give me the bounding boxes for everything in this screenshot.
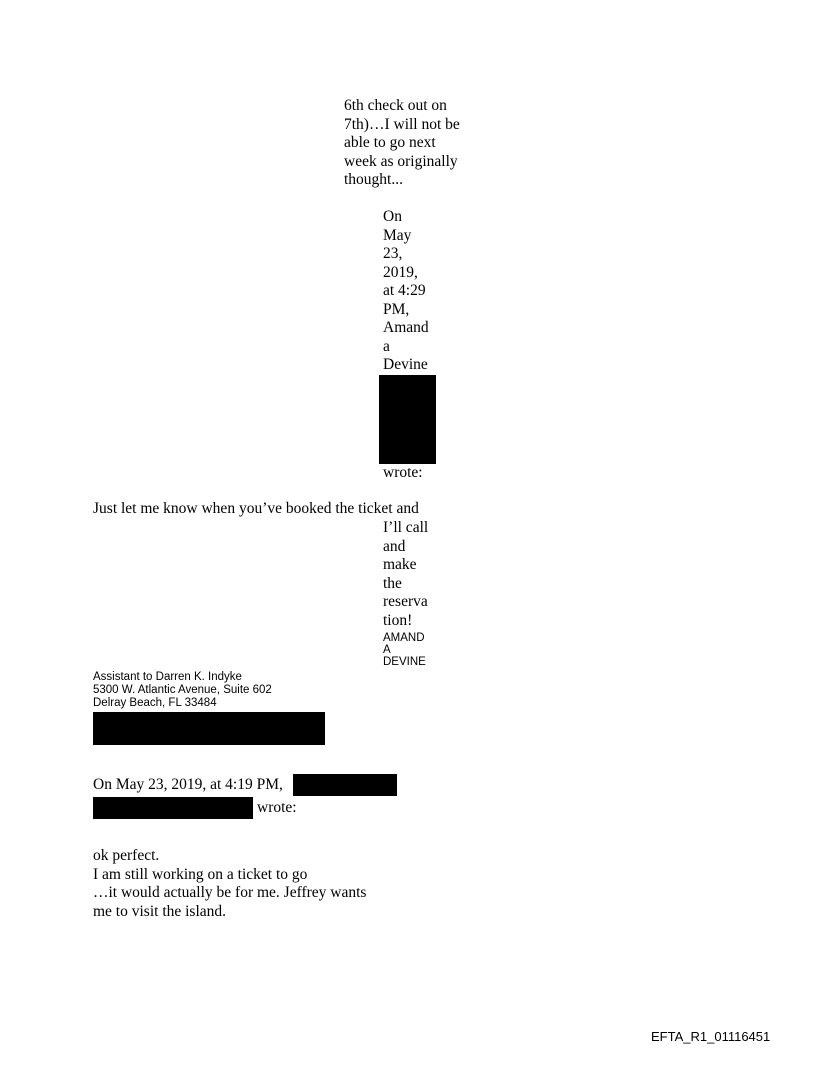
wrote-label: wrote:: [257, 799, 297, 816]
text-line: 6th check out on: [344, 97, 447, 114]
text-line: thought...: [344, 171, 403, 188]
text-line: …it would actually be for me. Jeffrey wa…: [93, 884, 367, 901]
text-line: me to visit the island.: [93, 902, 227, 920]
text-line: I’ll call: [383, 519, 429, 536]
text-line: the: [383, 574, 402, 592]
text-line: DEVINE: [383, 656, 426, 668]
reply-top-text: 6th check out on 7th)…I will not be able…: [344, 97, 460, 190]
quote2-header-line: On May 23, 2019, at 4:19 PM,: [93, 776, 283, 793]
quote1-body: I’ll call and make the reserva tion!: [383, 519, 428, 630]
text-line: AMAND: [383, 632, 425, 644]
text-line: ok perfect.: [93, 847, 160, 864]
quote1-header: On May 23, 2019, at 4:29 PM, Amand a Dev…: [383, 208, 429, 375]
text-line: reserva: [383, 593, 428, 610]
text-line: PM,: [383, 300, 410, 318]
quote2-body: ok perfect. I am still working on a tick…: [93, 847, 366, 921]
text-line: 7th)…I will not be: [344, 115, 460, 133]
text-line: and: [383, 537, 406, 555]
document-id: EFTA_R1_01116451: [651, 1029, 771, 1044]
text-line: 2019,: [383, 263, 418, 281]
text-line: 5300 W. Atlantic Avenue, Suite 602: [93, 684, 272, 696]
text-line: May: [383, 226, 412, 244]
text-line: at 4:29: [383, 282, 426, 299]
signature-name: AMAND A DEVINE: [383, 632, 426, 668]
text-line: Delray Beach, FL 33484: [93, 697, 217, 709]
text-line: Amand: [383, 319, 429, 336]
redaction-box: [293, 774, 397, 796]
text-line: A: [383, 644, 391, 656]
text-line: Assistant to Darren K. Indyke: [93, 671, 242, 683]
text-line: able to go next: [344, 134, 436, 151]
text-line: week as originally: [344, 152, 458, 170]
text-line: Devine: [383, 356, 428, 373]
text-line: I am still working on a ticket to go: [93, 865, 308, 883]
text-line: On: [383, 208, 402, 225]
text-line: make: [383, 556, 417, 573]
wrote-label: wrote:: [383, 464, 423, 481]
signature-block: Assistant to Darren K. Indyke 5300 W. At…: [93, 671, 272, 710]
redaction-box: [379, 375, 436, 464]
text-line: Just let me know when you’ve booked the …: [93, 500, 419, 517]
text-line: tion!: [383, 611, 413, 629]
redaction-box: [93, 712, 325, 745]
text-line: 23,: [383, 245, 403, 262]
text-line: a: [383, 337, 390, 355]
redaction-box: [93, 797, 253, 819]
